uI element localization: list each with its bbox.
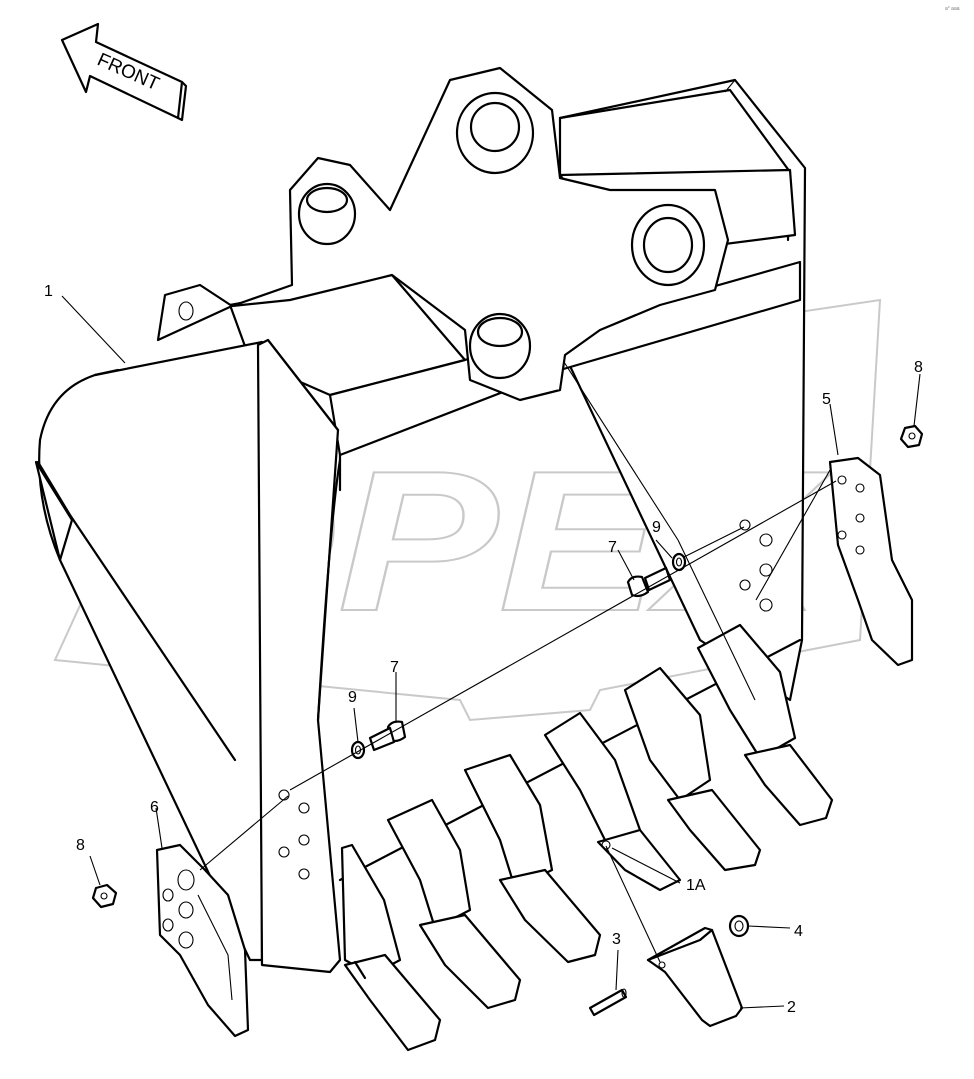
callout-2: 2: [787, 999, 796, 1016]
washer-left: [350, 740, 366, 760]
tooth-1: [340, 843, 442, 1052]
callout-9-right: 9: [652, 519, 661, 536]
nut-left: [91, 883, 118, 909]
tooth-3: [463, 753, 602, 964]
front-arrow: FRONT: [60, 22, 188, 122]
bucket-body: [34, 66, 807, 974]
bolt-right: [626, 566, 672, 598]
corner-mark: a° aaa: [945, 6, 960, 12]
tooth-6: [696, 623, 834, 827]
nut-right: [899, 424, 924, 449]
bolt-left: [368, 720, 407, 752]
retainer-washer: [728, 914, 750, 938]
callout-4: 4: [794, 923, 803, 940]
callout-6: 6: [150, 799, 159, 816]
callout-1: 1: [44, 283, 53, 300]
callout-3: 3: [612, 931, 621, 948]
callout-7-right: 7: [608, 539, 617, 556]
tooth-2: [386, 798, 522, 1010]
pin: [588, 988, 628, 1017]
callout-5: 5: [822, 391, 831, 408]
leader-lines: [61, 295, 921, 1009]
callout-9-left: 9: [348, 689, 357, 706]
callout-8-left: 8: [76, 837, 85, 854]
bucket-teeth: [340, 623, 834, 1052]
tooth-5: [623, 666, 762, 872]
callout-7-left: 7: [390, 659, 399, 676]
side-cutter-left: [155, 843, 250, 1038]
tooth-4: [543, 711, 682, 892]
callout-1a: 1A: [686, 877, 706, 894]
callout-labels: 1 1A 2 3 4 5 6 7 7 8 8 9 9: [44, 283, 923, 1016]
loose-tooth-tip: [646, 926, 744, 1028]
side-cutter-right: [828, 456, 914, 667]
callout-8-right: 8: [914, 359, 923, 376]
washer-right: [671, 552, 687, 572]
